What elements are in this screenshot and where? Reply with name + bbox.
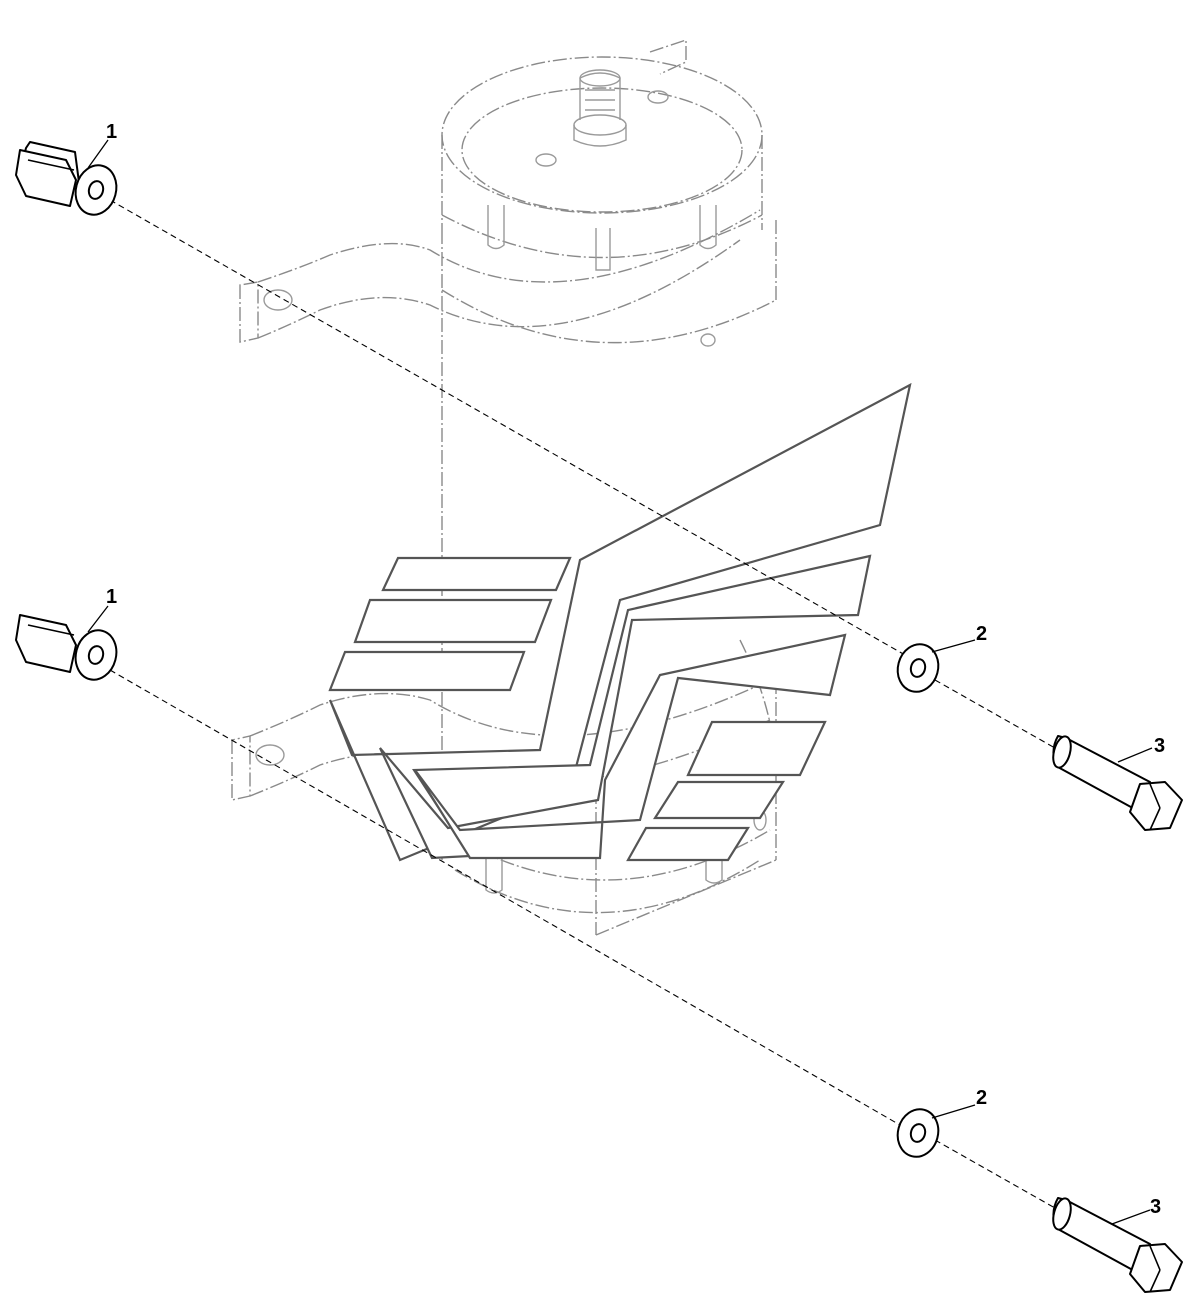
spacer-part-upper xyxy=(15,141,118,216)
motor-assembly-phantom xyxy=(231,39,777,936)
hex-bolt-part-upper xyxy=(1052,735,1183,831)
washer-part-upper xyxy=(896,643,940,693)
callout-3-lower: 3 xyxy=(1150,1196,1161,1218)
assembly-axis-lines xyxy=(109,199,1056,1209)
callout-1-lower: 1 xyxy=(106,586,117,608)
callout-2-upper: 2 xyxy=(976,623,987,645)
brand-logo-graphic xyxy=(328,382,912,862)
callout-3-upper: 3 xyxy=(1154,735,1165,757)
washer-part-lower xyxy=(896,1108,940,1158)
spacer-part-lower xyxy=(15,614,118,681)
callout-leaders xyxy=(87,139,1153,1225)
callout-2-lower: 2 xyxy=(976,1087,987,1109)
callout-1-upper: 1 xyxy=(106,121,117,143)
hex-bolt-part-lower xyxy=(1052,1197,1183,1293)
